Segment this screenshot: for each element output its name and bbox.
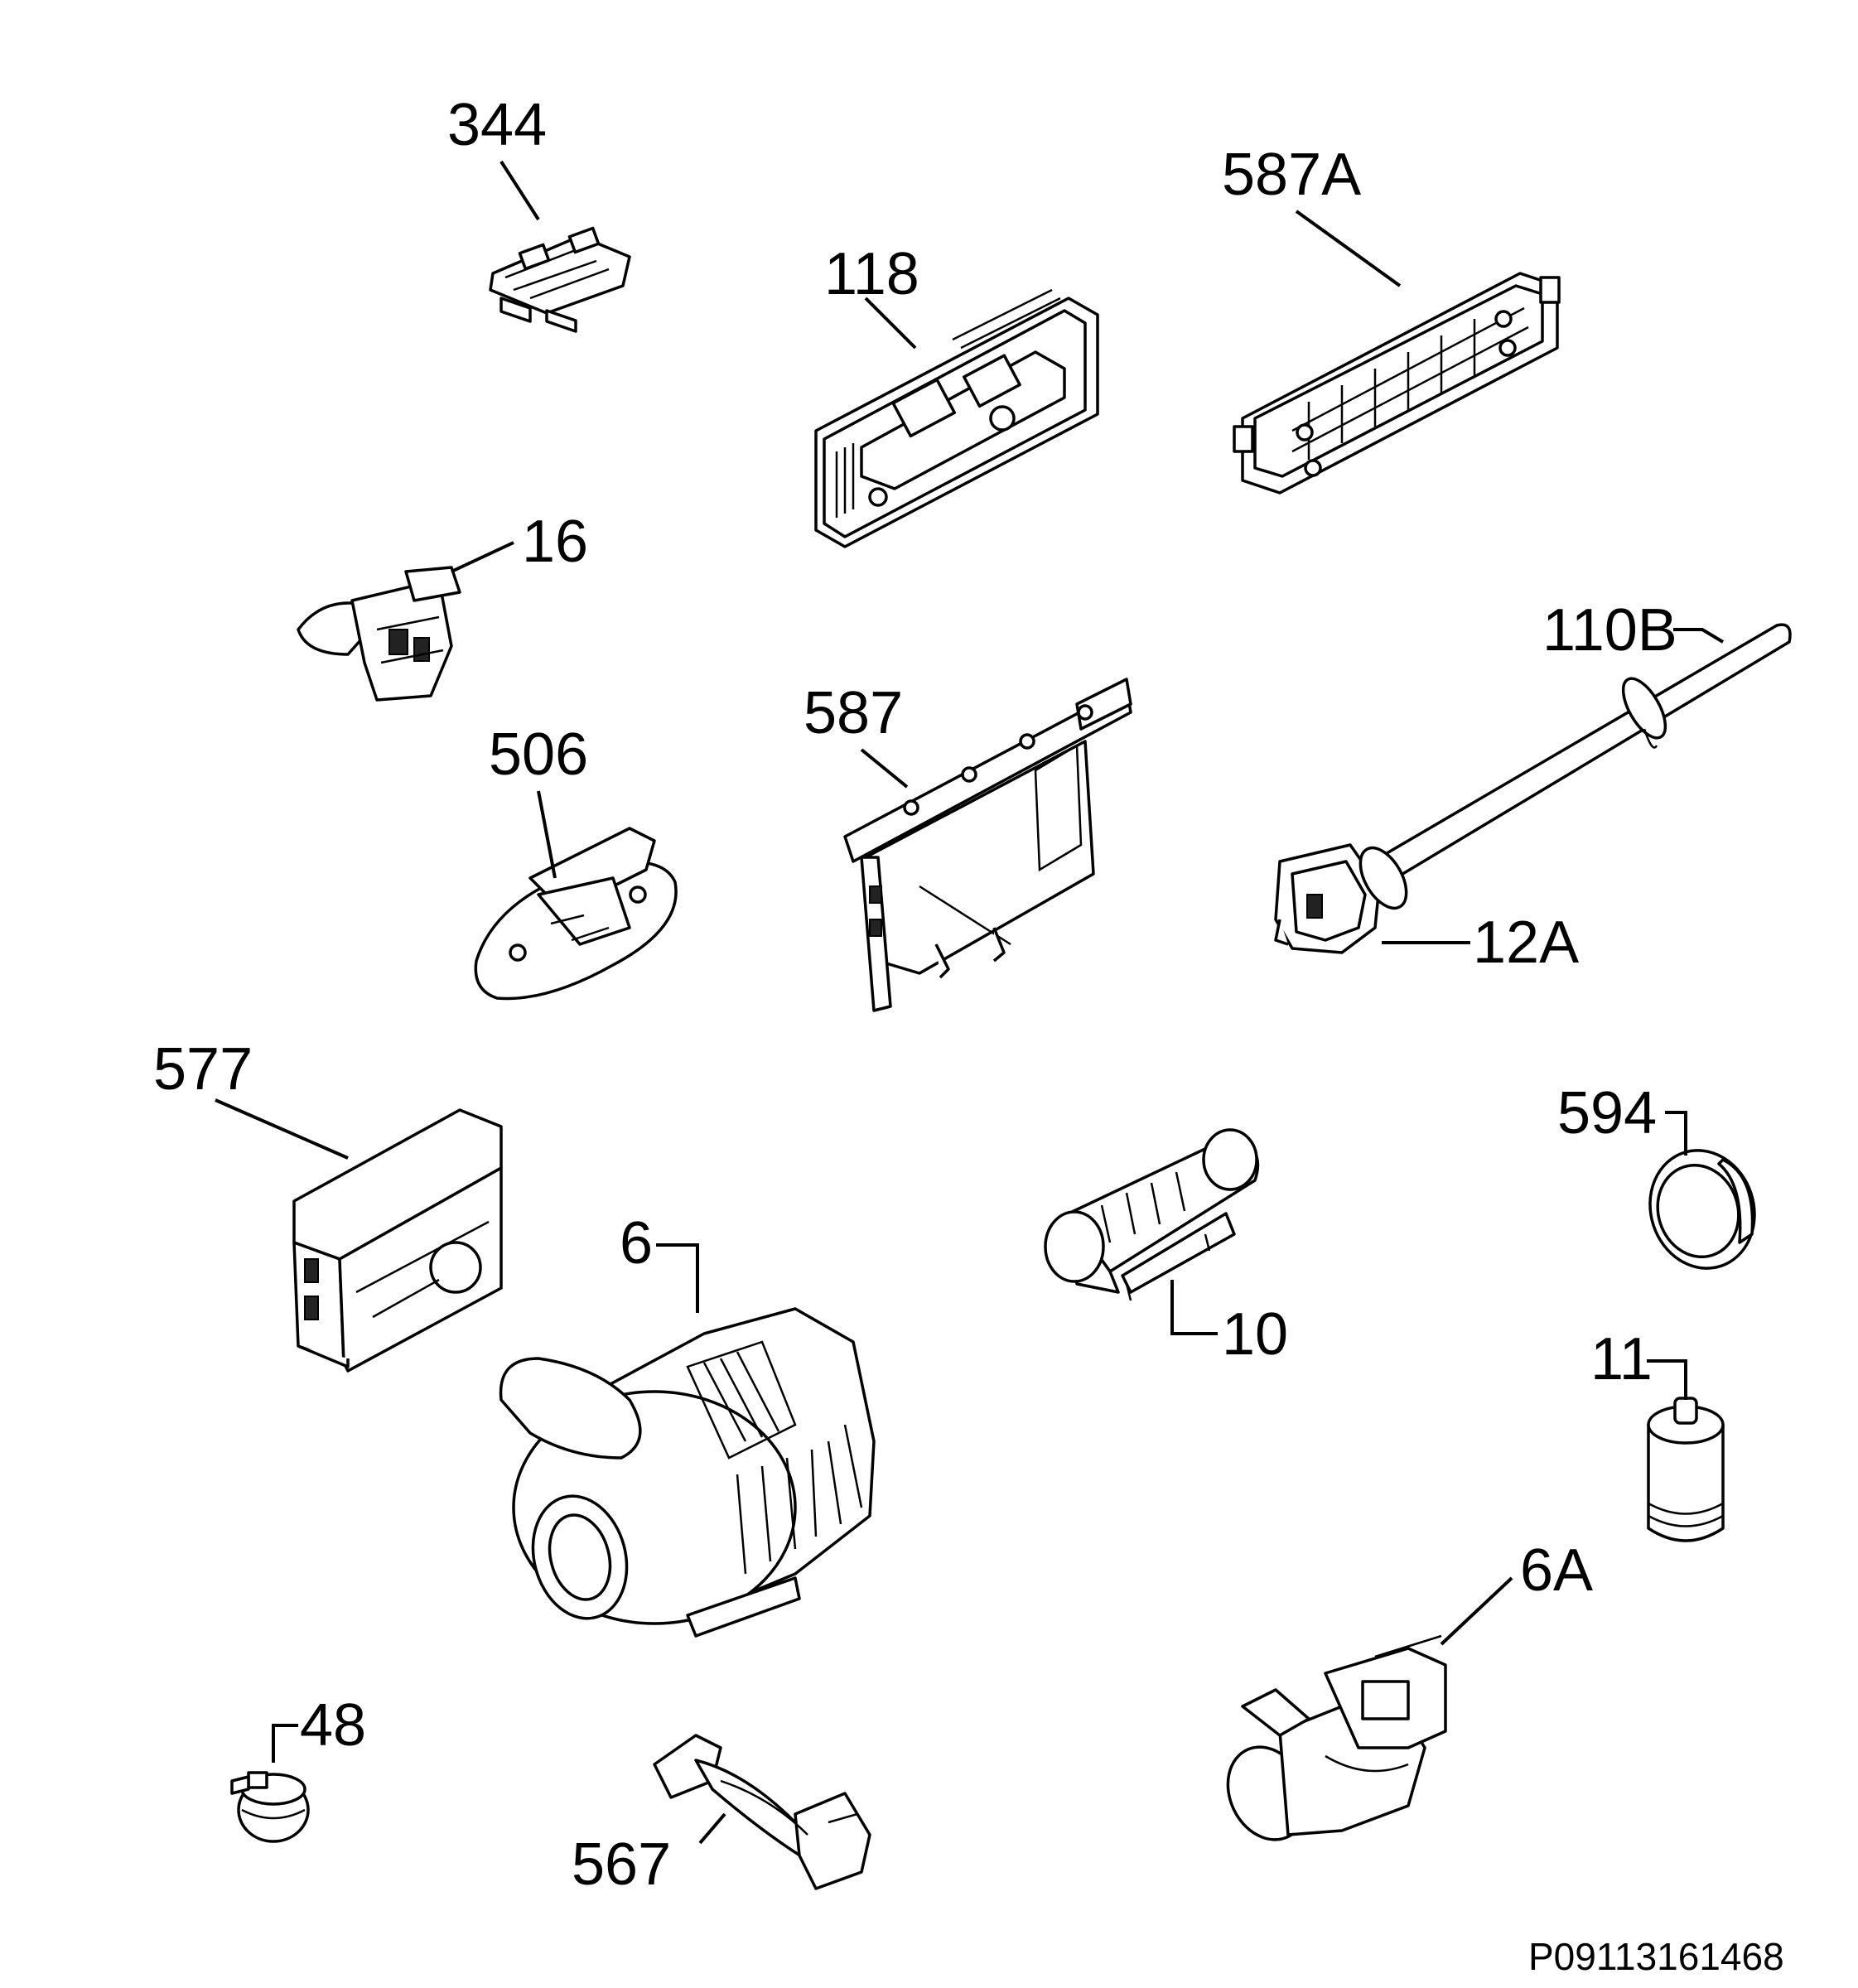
- label-6: 6: [620, 1210, 653, 1276]
- leader-344: [499, 160, 540, 221]
- leader-587A: [1295, 210, 1402, 287]
- label-48: 48: [300, 1692, 366, 1759]
- label-567: 567: [572, 1831, 671, 1898]
- part-6-circulation-pump: [499, 1307, 876, 1638]
- part-567-wiring-harness: [653, 1734, 871, 1890]
- label-587A: 587A: [1222, 142, 1361, 208]
- label-594: 594: [1557, 1080, 1657, 1146]
- part-6A-drain-pump: [1226, 1634, 1447, 1841]
- leader-110B: [1673, 628, 1725, 644]
- part-48-sensor: [230, 1771, 310, 1843]
- label-6A: 6A: [1520, 1537, 1593, 1604]
- part-506-sensor: [474, 827, 678, 1001]
- label-118: 118: [824, 241, 919, 307]
- part-587-bracket-module: [843, 678, 1132, 1012]
- leader-11: [1647, 1359, 1687, 1400]
- label-16: 16: [522, 509, 588, 575]
- leader-577: [215, 1098, 349, 1160]
- part-16-door-lock: [297, 566, 461, 702]
- leader-10: [1170, 1280, 1218, 1335]
- part-11-capacitor: [1647, 1397, 1725, 1542]
- label-110B: 110B: [1542, 597, 1677, 663]
- leader-506: [537, 790, 557, 879]
- leader-594: [1665, 1111, 1687, 1156]
- label-577: 577: [153, 1036, 253, 1103]
- leader-48: [272, 1724, 298, 1763]
- part-577-dispenser: [292, 1108, 503, 1373]
- leader-567: [698, 1812, 726, 1845]
- label-506: 506: [489, 721, 588, 788]
- label-12A: 12A: [1473, 910, 1579, 976]
- label-587: 587: [804, 680, 903, 746]
- leader-6: [656, 1243, 699, 1313]
- part-587A-interface-board: [1233, 272, 1561, 495]
- part-110B-hose: [1357, 623, 1792, 892]
- document-id: P09113161468: [1528, 1935, 1784, 1978]
- leader-6A: [1440, 1576, 1513, 1646]
- leader-587: [860, 748, 909, 789]
- label-10: 10: [1222, 1301, 1288, 1368]
- part-344-connector: [489, 226, 631, 333]
- part-594-seal-ring: [1648, 1149, 1756, 1270]
- leader-16: [451, 541, 514, 573]
- label-11: 11: [1590, 1326, 1653, 1392]
- part-12A-pressure-switch: [1274, 843, 1408, 954]
- leader-118: [864, 297, 917, 350]
- label-344: 344: [447, 92, 547, 158]
- part-10-heater: [1044, 1128, 1260, 1301]
- part-118-control-board: [814, 288, 1099, 548]
